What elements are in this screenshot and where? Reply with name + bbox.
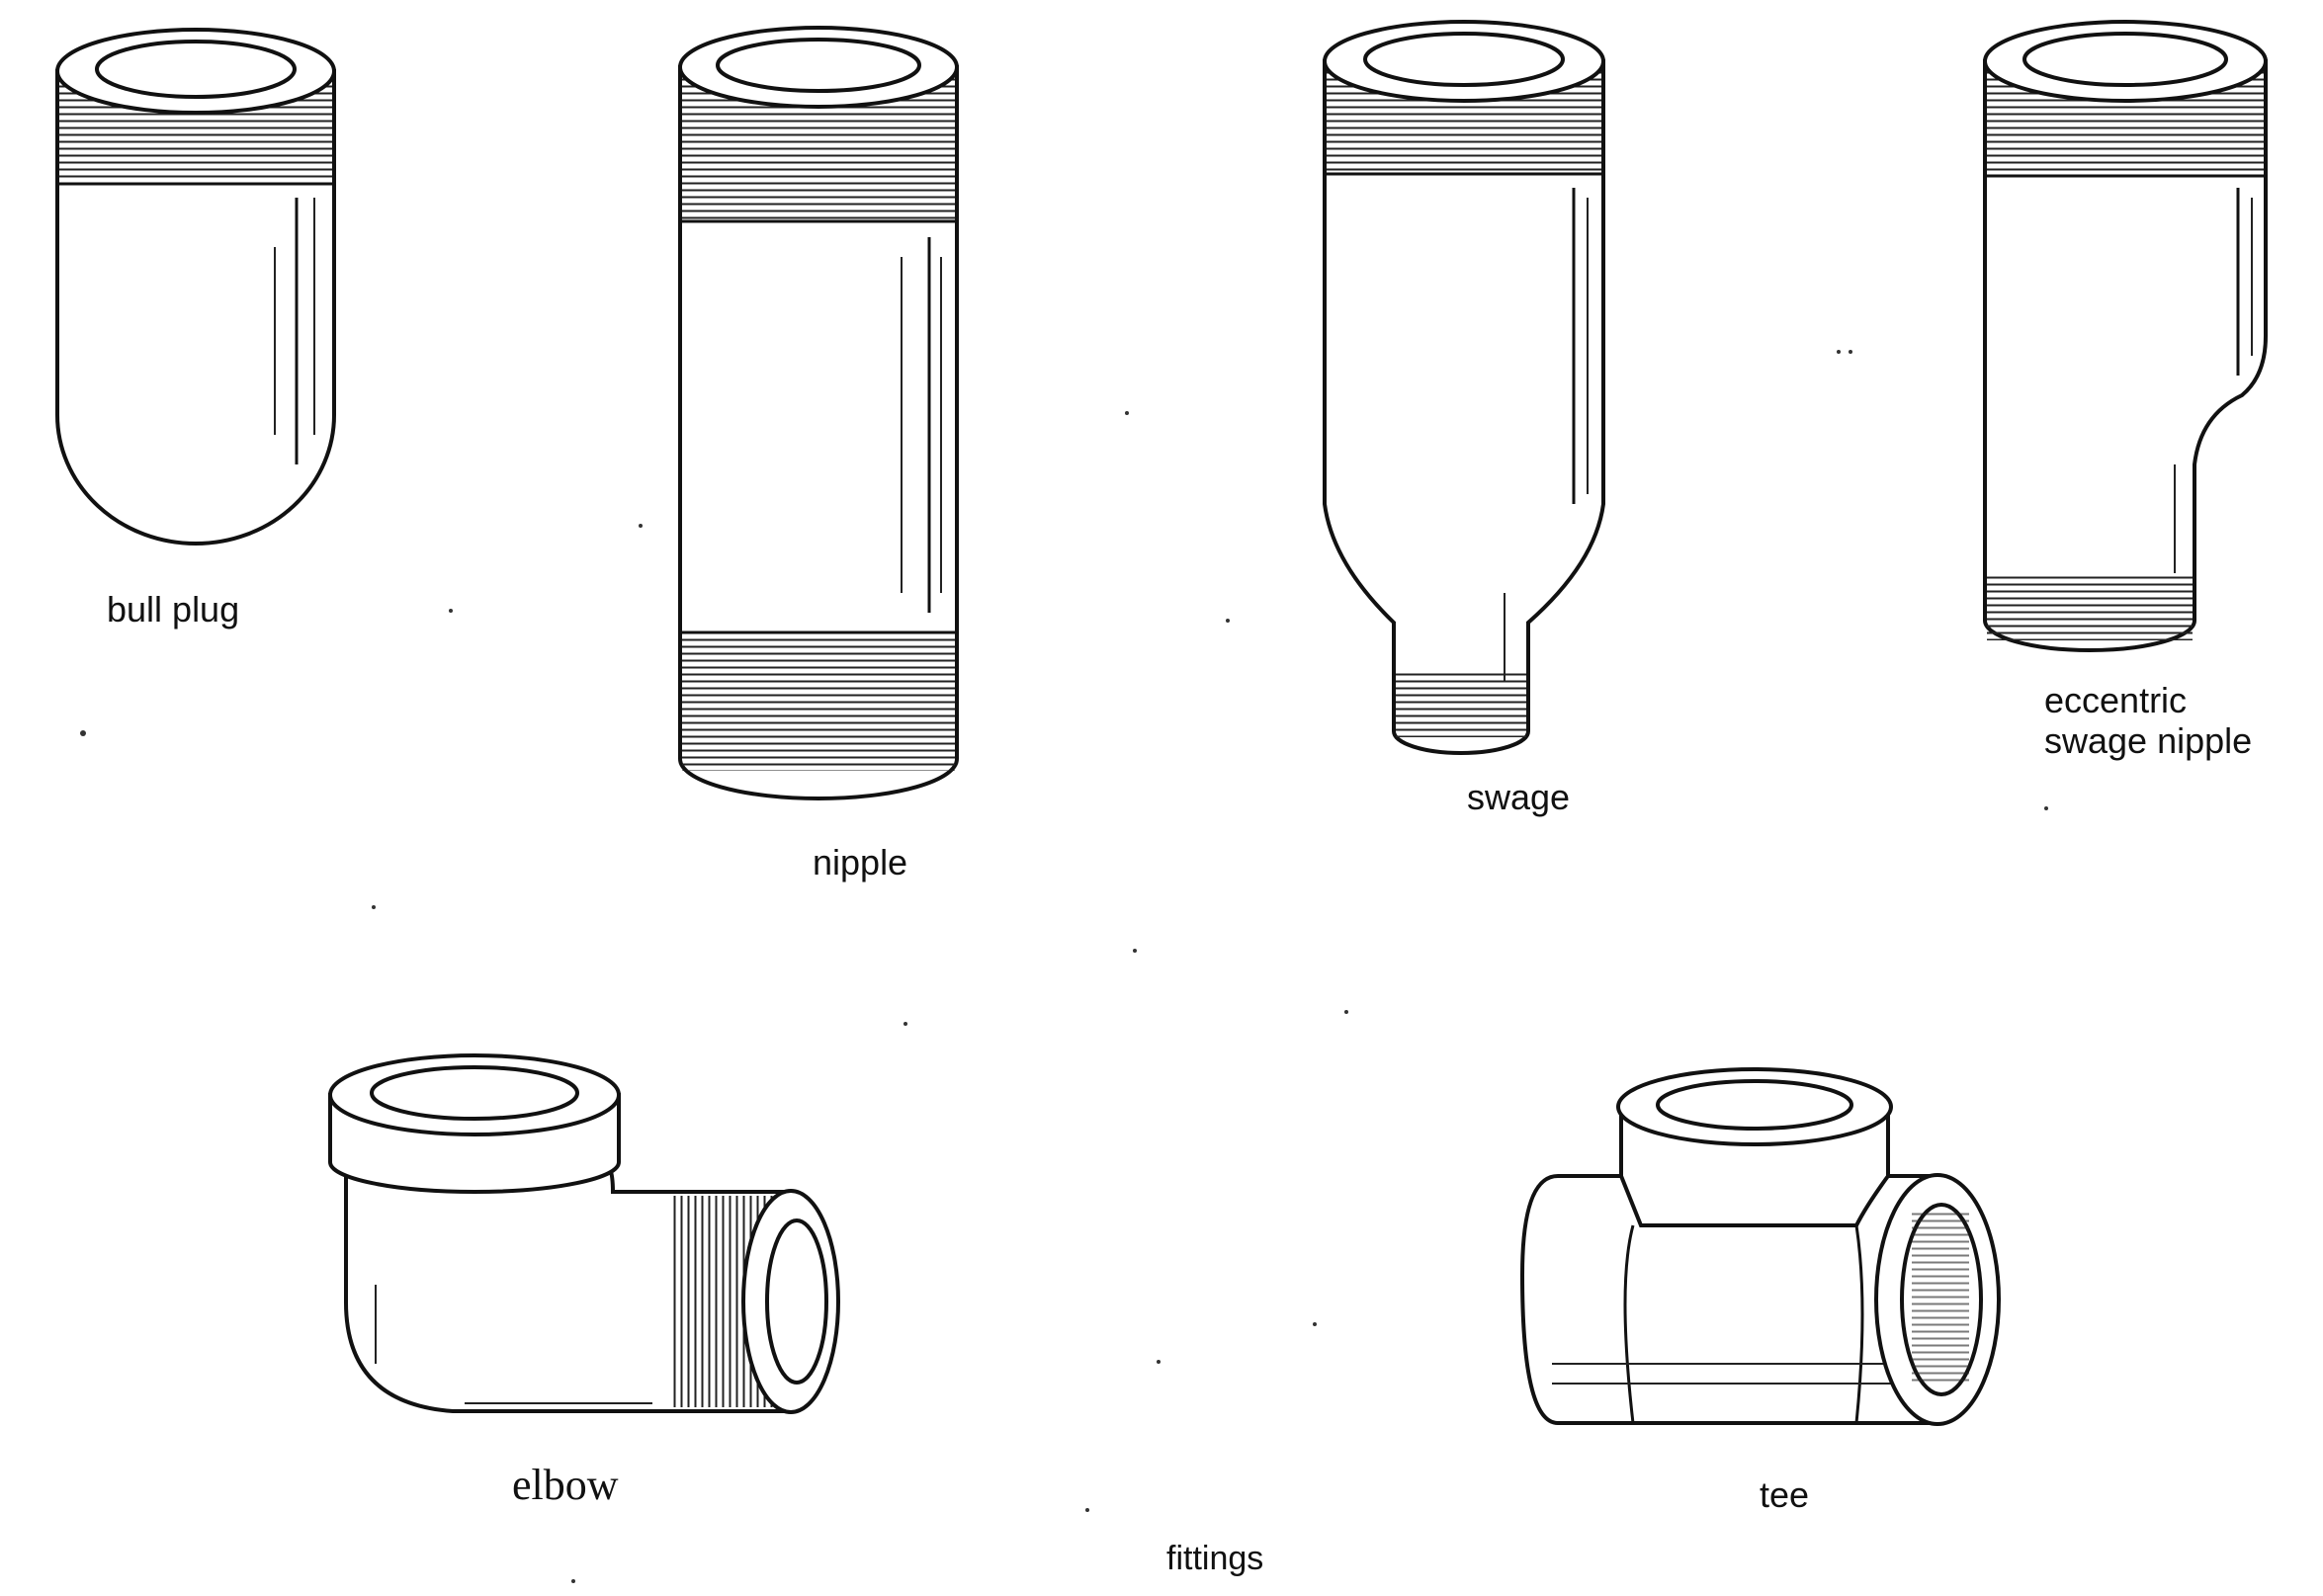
elbow-label: elbow [512,1461,619,1509]
bull-plug-label: bull plug [107,589,240,630]
eccentric-label-line-1: eccentric [2044,680,2188,720]
swage-label: swage [1467,777,1571,817]
elbow-fitting [328,1053,840,1414]
eccentric-swage-nipple-fitting [1983,20,2268,652]
bull-plug-fitting [55,28,336,546]
diagram-caption: fittings [1166,1540,1264,1577]
nipple-fitting [678,26,959,800]
nipple-label: nipple [813,842,908,882]
eccentric-label-line-2: swage nipple [2044,720,2253,762]
tee-fitting [1519,1067,2001,1426]
swage-fitting [1323,20,1605,755]
eccentric-swage-nipple-label: eccentric swage nipple [2044,680,2252,762]
scan-speckles [80,350,2048,1583]
tee-label: tee [1760,1474,1810,1515]
